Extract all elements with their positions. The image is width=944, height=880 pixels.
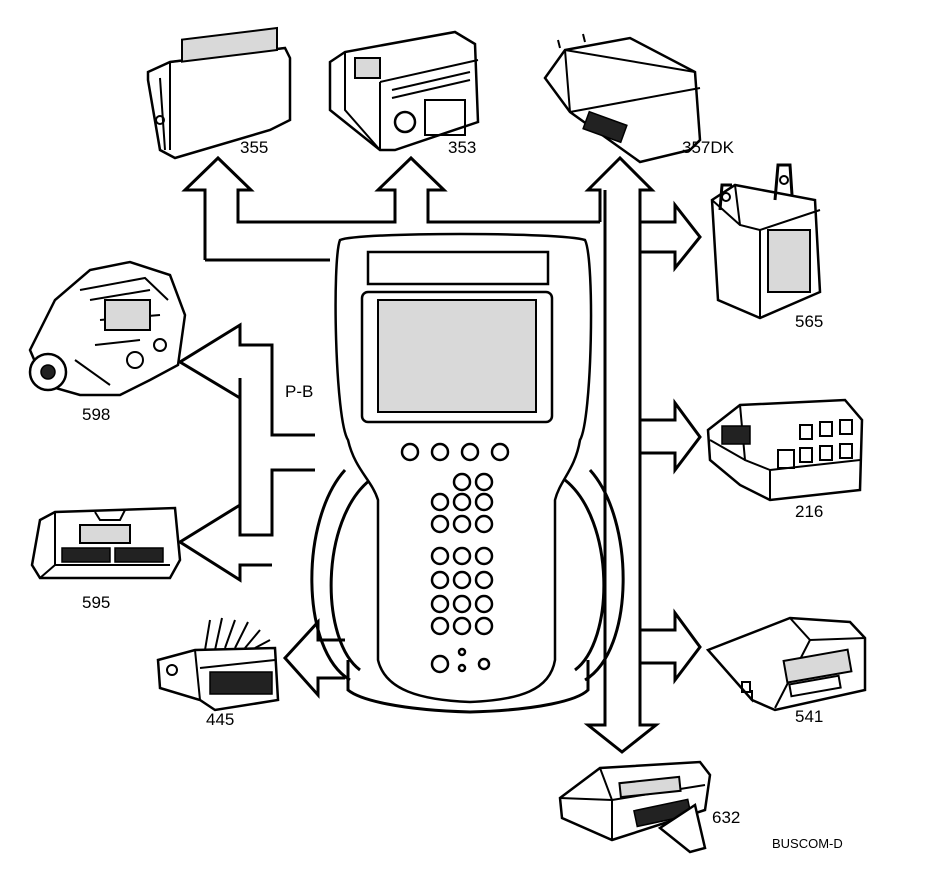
label-353: 353 <box>448 138 476 157</box>
keypad-key <box>452 492 472 512</box>
keypad-key <box>474 594 494 614</box>
keypad-key <box>474 514 494 534</box>
keypad-key <box>457 663 467 673</box>
tester-cable-right <box>564 468 625 682</box>
bus-arrows <box>177 155 702 754</box>
tester-keypad <box>430 472 494 674</box>
label-445: 445 <box>206 710 234 729</box>
module-445 <box>156 617 280 712</box>
keypad-key <box>430 654 450 674</box>
keypad-key <box>430 546 450 566</box>
arrow-to-598 <box>177 322 315 437</box>
keypad-key <box>474 472 494 492</box>
figure-id: BUSCOM-D <box>772 836 843 851</box>
label-216: 216 <box>795 502 823 521</box>
keypad-key <box>452 472 472 492</box>
arrow-to-355 <box>181 155 600 260</box>
module-355 <box>146 26 292 160</box>
arrow-to-541 <box>640 608 702 685</box>
keypad-key <box>452 514 472 534</box>
keypad-key <box>452 546 472 566</box>
labels: 355 353 357DK 565 598 216 595 541 445 63… <box>82 138 843 851</box>
function-button <box>490 442 510 462</box>
label-632: 632 <box>712 808 740 827</box>
keypad-key <box>430 616 450 636</box>
left-vertical-link <box>238 378 242 505</box>
keypad-key <box>474 570 494 590</box>
keypad-key <box>430 594 450 614</box>
keypad-key <box>474 546 494 566</box>
label-pb-bus: P-B <box>285 382 313 401</box>
keypad-key <box>430 492 450 512</box>
diagnostic-tester <box>310 232 625 714</box>
tester-cable-left <box>310 468 371 682</box>
module-541 <box>705 616 867 712</box>
function-button <box>460 442 480 462</box>
label-598: 598 <box>82 405 110 424</box>
module-216 <box>706 398 864 502</box>
module-357dk <box>543 33 702 164</box>
module-632 <box>558 760 712 854</box>
tester-screen <box>377 299 537 413</box>
module-353 <box>328 30 480 152</box>
tester-function-buttons <box>400 442 510 462</box>
arrow-to-445 <box>282 618 345 699</box>
keypad-key <box>452 616 472 636</box>
arrow-to-565 <box>640 200 702 273</box>
function-button <box>430 442 450 462</box>
keypad-key <box>430 514 450 534</box>
arrow-to-632 <box>583 680 661 754</box>
label-565: 565 <box>795 312 823 331</box>
arrow-to-357dk <box>584 155 656 222</box>
keypad-key <box>430 570 450 590</box>
label-357dk: 357DK <box>682 138 735 157</box>
module-565 <box>710 163 822 320</box>
keypad-key <box>452 594 472 614</box>
tester-label-strip <box>366 250 550 286</box>
label-541: 541 <box>795 707 823 726</box>
module-595 <box>30 506 182 580</box>
keypad-key <box>477 657 491 671</box>
main-right-bus <box>603 190 642 700</box>
keypad-key <box>474 616 494 636</box>
arrow-to-216 <box>640 398 702 475</box>
label-355: 355 <box>240 138 268 157</box>
keypad-key <box>457 647 467 657</box>
keypad-key <box>452 570 472 590</box>
label-595: 595 <box>82 593 110 612</box>
keypad-key <box>474 492 494 512</box>
arrow-to-595 <box>177 468 315 583</box>
tester-base <box>346 660 590 714</box>
function-button <box>400 442 420 462</box>
module-598 <box>28 260 187 397</box>
